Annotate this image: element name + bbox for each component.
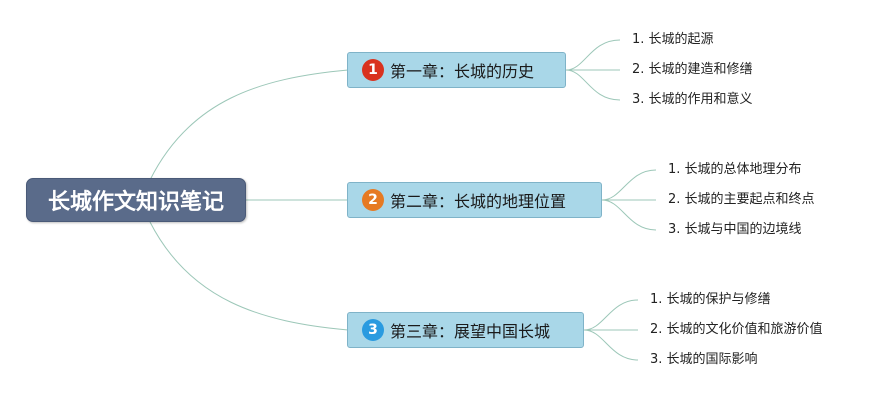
chapter-2-node[interactable]: 2 第二章：长城的地理位置 [347, 182, 602, 218]
chapter-1-title: 第一章：长城的历史 [390, 62, 535, 81]
chapter-3-item-1[interactable]: 1. 长城的保护与修缮 [650, 292, 771, 307]
root-topic[interactable]: 长城作文知识笔记 [26, 178, 246, 222]
chapter-2-badge: 2 [362, 189, 384, 211]
chapter-3-item-3[interactable]: 3. 长城的国际影响 [650, 352, 758, 367]
root-title: 长城作文知识笔记 [47, 190, 224, 215]
chapter-2-item-3[interactable]: 3. 长城与中国的边境线 [668, 222, 802, 237]
chapter-1-item-2[interactable]: 2. 长城的建造和修缮 [632, 62, 753, 77]
chapter-1-node[interactable]: 1 第一章：长城的历史 [347, 52, 566, 88]
chapter-3-title: 第三章：展望中国长城 [390, 322, 551, 341]
chapter-2-title: 第二章：长城的地理位置 [390, 192, 567, 211]
chapter-3-node[interactable]: 3 第三章：展望中国长城 [347, 312, 584, 348]
chapter-2-item-1[interactable]: 1. 长城的总体地理分布 [668, 162, 802, 177]
chapter-1-item-1[interactable]: 1. 长城的起源 [632, 32, 714, 47]
chapter-1-badge: 1 [362, 59, 384, 81]
chapter-3-item-2[interactable]: 2. 长城的文化价值和旅游价值 [650, 322, 823, 337]
chapter-2-item-2[interactable]: 2. 长城的主要起点和终点 [668, 192, 815, 207]
chapter-1-item-3[interactable]: 3. 长城的作用和意义 [632, 92, 753, 107]
chapter-3-badge: 3 [362, 319, 384, 341]
